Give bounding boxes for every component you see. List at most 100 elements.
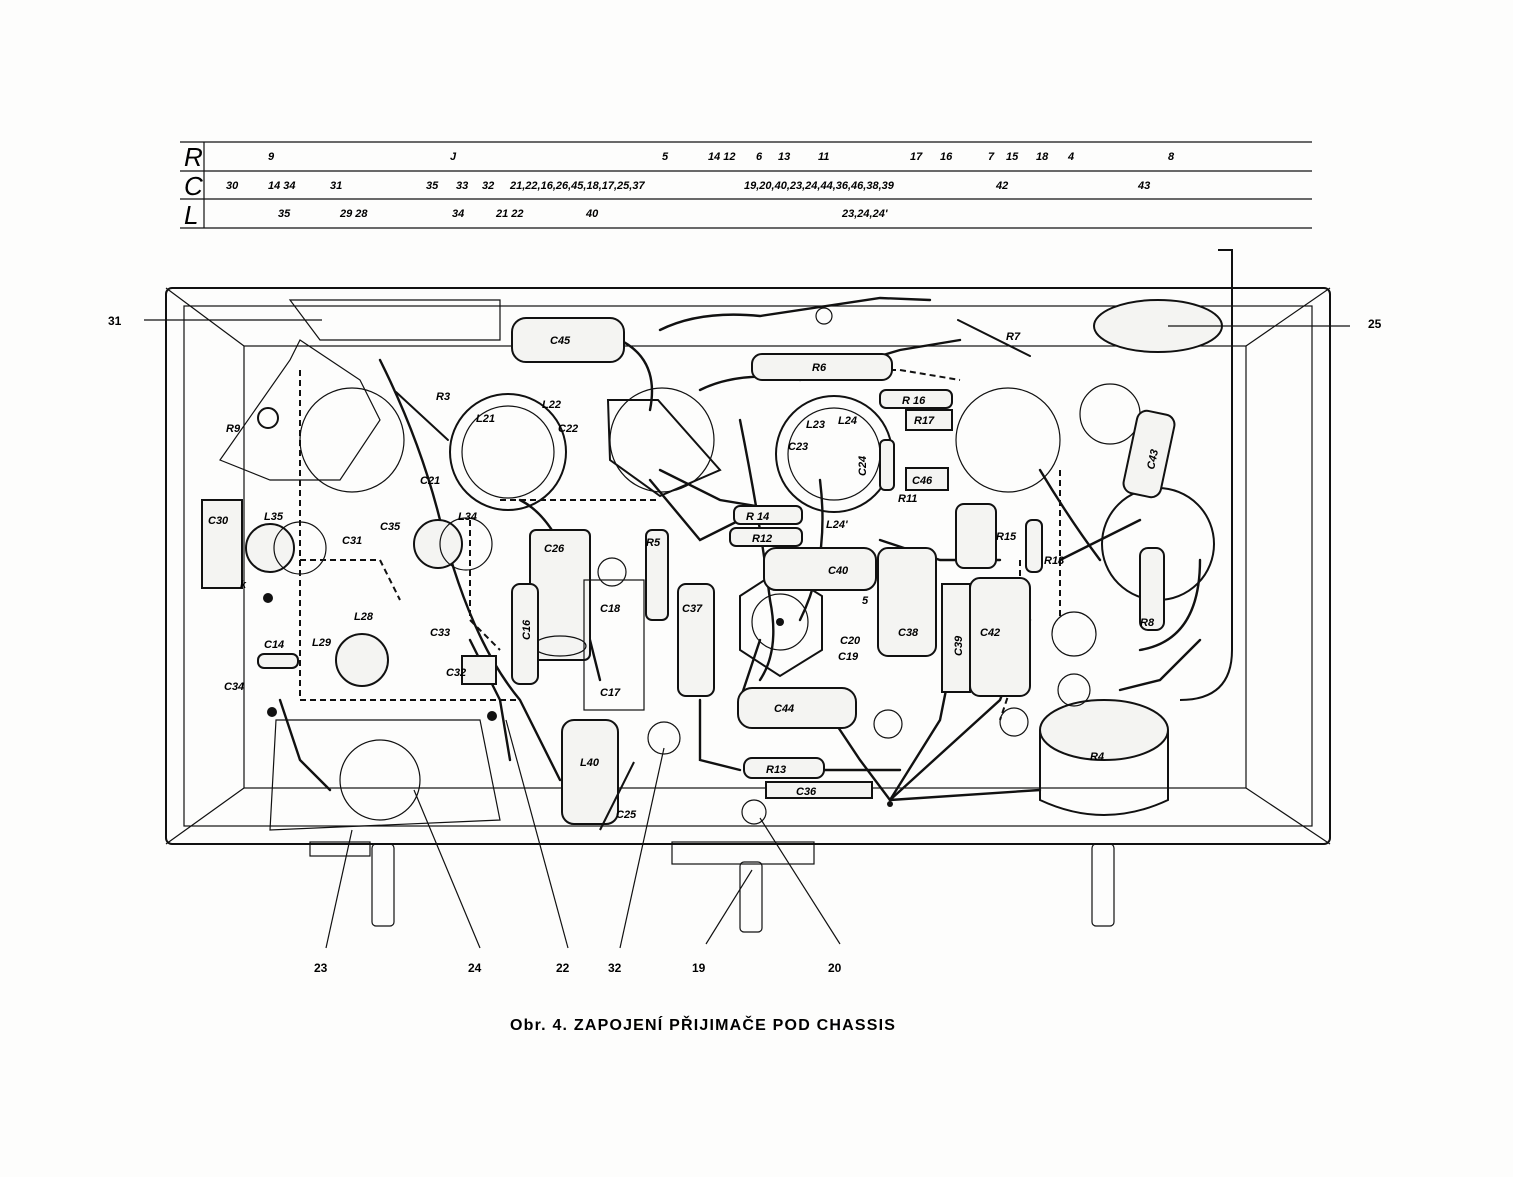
label-r8: R8	[1140, 617, 1155, 629]
r-entry: 7	[988, 151, 995, 163]
label-c18: C18	[600, 603, 621, 615]
r-entry: 8	[1168, 151, 1175, 163]
capacitor-c36	[765, 781, 873, 799]
label-l29: L29	[312, 637, 332, 649]
label-c39: C39	[953, 635, 965, 656]
l-entry: 35	[278, 208, 291, 220]
label-r18: R18	[1044, 555, 1065, 567]
coil-l40	[561, 719, 619, 825]
label-c43: C43	[1145, 448, 1161, 470]
label-r17: R17	[914, 415, 935, 427]
callouts: 31 25 23 24 22 32 19 20	[108, 314, 1382, 975]
label-c46: C46	[912, 475, 933, 487]
c-entry: 33	[456, 180, 468, 192]
callout-23: 23	[314, 961, 328, 975]
r-entry: 6	[756, 151, 763, 163]
r-entry: 13	[778, 151, 790, 163]
label-r15: R15	[996, 531, 1017, 543]
label-c16: C16	[521, 619, 533, 640]
label-r5: R5	[646, 537, 661, 549]
label-c22: C22	[558, 423, 578, 435]
callout-19: 19	[692, 961, 706, 975]
l-entry: 40	[585, 208, 599, 220]
label-c44: C44	[774, 703, 794, 715]
capacitor-c38	[877, 547, 937, 657]
callout-22: 22	[556, 961, 570, 975]
label-l34: L34	[458, 511, 477, 523]
r-entry: J	[450, 151, 457, 163]
label-c19: C19	[838, 651, 859, 663]
label-c36: C36	[796, 786, 817, 798]
l-entry: 29 28	[339, 208, 368, 220]
label-r4: R4	[1090, 751, 1104, 763]
capacitor-c42	[969, 577, 1031, 697]
components: C45 R6 R7 R3 L21 L22 C22 C21 R9 L23 L24 …	[201, 299, 1223, 831]
resistor-r12	[729, 527, 803, 547]
capacitor-c32	[461, 655, 497, 685]
resistor-r8	[1139, 547, 1165, 631]
resistor-r14	[733, 505, 803, 525]
r-entry: 16	[940, 151, 953, 163]
resistor-r5	[645, 529, 669, 621]
row-key-l: L	[184, 200, 198, 230]
c-entry: 19,20,40,23,24,44,36,46,38,39	[744, 180, 895, 192]
capacitor-c46	[905, 467, 949, 491]
c-entry: 43	[1137, 180, 1150, 192]
capacitor-c30	[201, 499, 243, 589]
label-r9: R9	[226, 423, 241, 435]
capacitor-c37	[677, 583, 715, 697]
label-c30: C30	[208, 515, 229, 527]
label-c35: C35	[380, 521, 401, 533]
r-entry: 4	[1067, 151, 1074, 163]
label-r12: R12	[752, 533, 772, 545]
capacitor-c16	[511, 583, 539, 685]
resistor-r13	[743, 757, 825, 779]
label-r16: R 16	[902, 395, 926, 407]
coil-l34	[413, 519, 463, 569]
c-entry: 42	[995, 180, 1008, 192]
label-c40: C40	[828, 565, 849, 577]
capacitor-c44	[737, 687, 857, 729]
label-c37: C37	[682, 603, 703, 615]
resistor-r18	[1025, 519, 1043, 573]
label-r14: R 14	[746, 511, 769, 523]
callout-20: 20	[828, 961, 842, 975]
label-c14: C14	[264, 639, 284, 651]
label-r11: R11	[898, 493, 917, 505]
label-l28: L28	[354, 611, 374, 623]
capacitor-c14	[257, 653, 299, 669]
label-5: 5	[862, 595, 869, 607]
label-r3: R3	[436, 391, 450, 403]
row-key-c: C	[184, 171, 203, 201]
wave-switch	[269, 719, 501, 831]
c-entry: 21,22,16,26,45,18,17,25,37	[509, 180, 645, 192]
label-c26: C26	[544, 543, 565, 555]
label-c38: C38	[898, 627, 919, 639]
resistor-r16	[879, 389, 953, 409]
capacitor-c39	[941, 583, 971, 693]
label-r6: R6	[812, 362, 827, 374]
c-entry: 31	[330, 180, 342, 192]
coil-l35	[245, 523, 295, 573]
chassis-frame	[165, 249, 1331, 933]
label-c32: C32	[446, 667, 466, 679]
label-r13: R13	[766, 764, 786, 776]
label-c23: C23	[788, 441, 808, 453]
resistor-r11	[879, 439, 895, 491]
callout-32: 32	[608, 961, 622, 975]
capacitor-c43	[1122, 409, 1176, 499]
c-entry: 14 34	[268, 180, 296, 192]
label-c42: C42	[980, 627, 1000, 639]
r-entry: 11	[818, 151, 829, 163]
r-entry: 17	[910, 151, 923, 163]
r-entry: 9	[268, 151, 275, 163]
r-entry: 18	[1036, 151, 1049, 163]
c-entry: 30	[226, 180, 239, 192]
r-entry: 15	[1006, 151, 1019, 163]
label-c17: C17	[600, 687, 621, 699]
label-l24: L24	[838, 415, 857, 427]
callout-31: 31	[108, 314, 122, 328]
resistor-r15	[955, 503, 997, 569]
